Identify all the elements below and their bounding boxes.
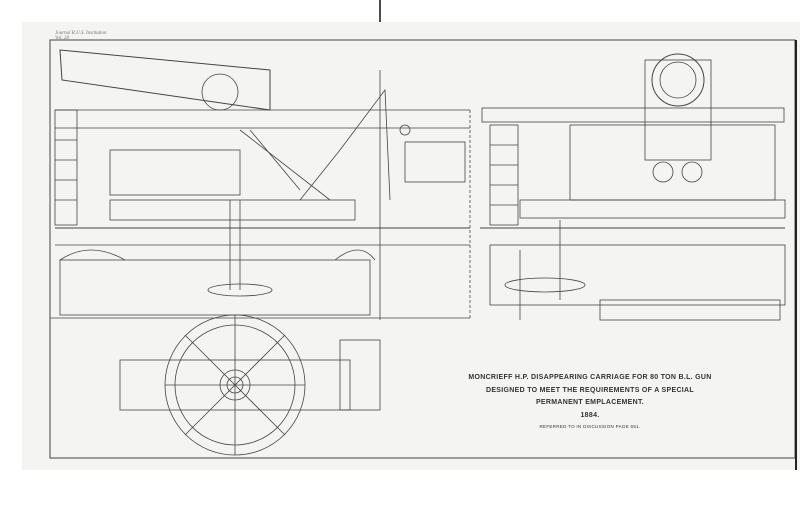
title-block: MONCRIEFF H.P. DISAPPEARING CARRIAGE FOR…: [450, 372, 730, 432]
journal-header: Journal R.U.S. Institution Vol. 28: [55, 31, 107, 41]
front-elevation: [480, 53, 786, 321]
plan-view: [50, 314, 470, 456]
journal-volume: Vol. 28: [55, 36, 69, 41]
title-line-1: MONCRIEFF H.P. DISAPPEARING CARRIAGE FOR…: [468, 374, 712, 381]
title-reference: REFERRED TO IN DISCUSSION PAGE 651.: [539, 424, 641, 429]
title-line-2: DESIGNED TO MEET THE REQUIREMENTS OF A S…: [485, 386, 694, 394]
title-line-3: PERMANENT EMPLACEMENT.: [535, 399, 645, 406]
journal-name: Journal R.U.S. Institution: [55, 31, 107, 36]
title-year: 1884.: [580, 411, 600, 419]
side-elevation: [54, 49, 470, 320]
